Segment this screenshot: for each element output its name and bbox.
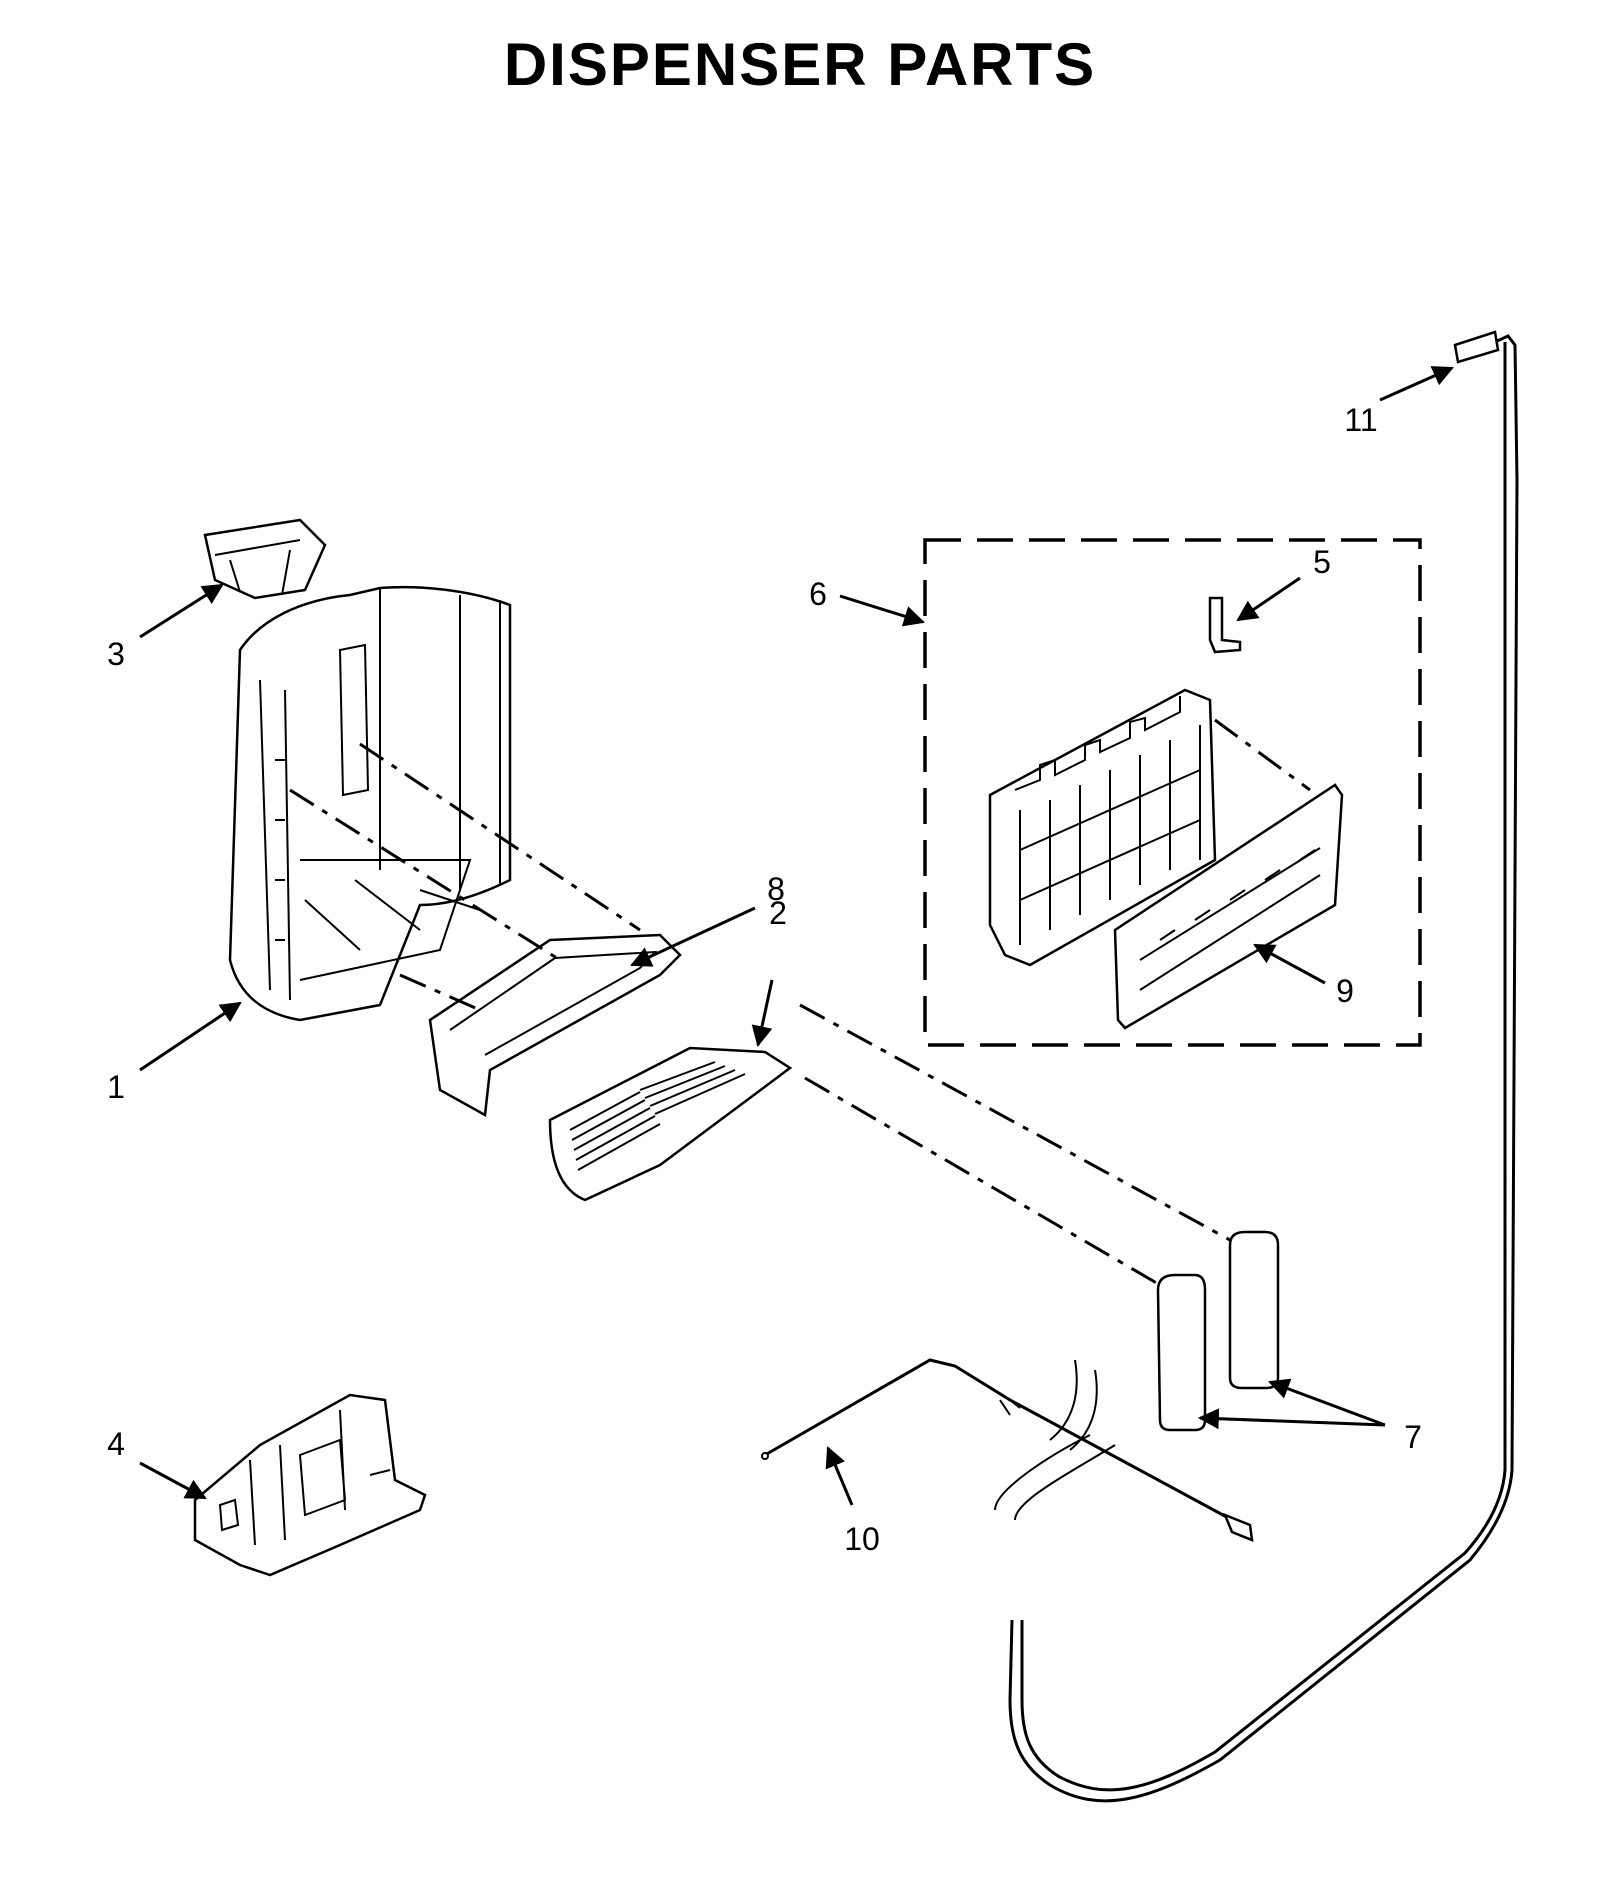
callout-10: 10 [844, 1521, 880, 1557]
page-title: DISPENSER PARTS [503, 31, 1097, 98]
callout-2: 2 [769, 895, 787, 931]
part-5-switch [1208, 596, 1242, 654]
part-4-actuator [193, 1393, 427, 1577]
callout-3: 3 [107, 636, 125, 672]
part-2-grille [548, 1046, 793, 1202]
leader-arrows [139, 366, 1454, 1506]
callout-11: 11 [1344, 402, 1377, 438]
callout-6: 6 [809, 576, 827, 612]
assembly-6-boundary [923, 538, 1422, 1047]
part-1-housing [228, 585, 512, 1022]
part-7-paddles [1156, 1230, 1280, 1432]
callout-8: 8 [767, 871, 785, 907]
part-8-tray [428, 933, 682, 1118]
part-11-tube [1008, 330, 1519, 1803]
alignment-lines [289, 718, 1311, 1287]
callout-1: 1 [107, 1069, 125, 1105]
callout-5: 5 [1313, 544, 1331, 580]
callout-7: 7 [1404, 1419, 1422, 1455]
control-housing [988, 688, 1217, 967]
part-9-panel [1113, 783, 1344, 1030]
part-3-cup [203, 518, 327, 600]
part-10-rod [761, 1358, 1254, 1542]
callout-9: 9 [1336, 973, 1354, 1009]
callout-4: 4 [107, 1426, 125, 1462]
